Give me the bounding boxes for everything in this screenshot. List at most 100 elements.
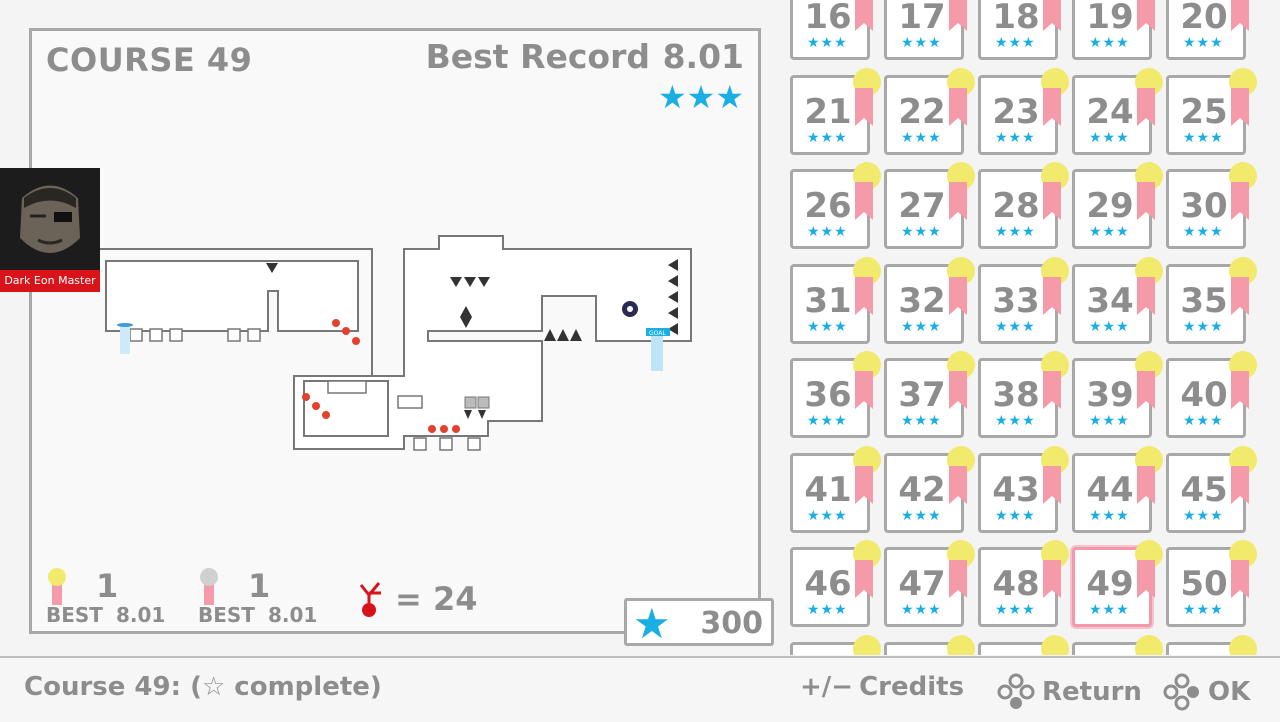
ribbon-icon xyxy=(949,560,967,598)
course-tile[interactable]: 22★★★ xyxy=(884,67,975,155)
course-tile[interactable]: 20★★★ xyxy=(1166,0,1249,60)
course-tile[interactable]: 48★★★ xyxy=(978,540,1069,627)
course-tile[interactable]: 21★★★ xyxy=(790,67,881,155)
course-tile[interactable]: 39★★★ xyxy=(1072,351,1163,438)
course-tile[interactable]: 33★★★ xyxy=(978,256,1069,344)
button-cluster-icon xyxy=(1163,673,1199,711)
ribbon-icon xyxy=(949,371,967,409)
tile-stars: ★★★ xyxy=(807,129,848,146)
silver-medal-icon xyxy=(200,568,218,605)
course-tile[interactable]: 50★★★ xyxy=(1166,540,1257,627)
course-tile[interactable]: 46★★★ xyxy=(790,540,881,627)
course-tile[interactable]: 27★★★ xyxy=(884,162,975,249)
silver-best-label: BEST xyxy=(198,603,255,627)
course-tile[interactable]: 18★★★ xyxy=(978,0,1061,60)
tile-stars: ★★★ xyxy=(1183,35,1224,51)
spike-icon xyxy=(266,263,278,273)
plus-minus-key: +/− xyxy=(800,672,854,702)
ribbon-icon xyxy=(949,276,967,315)
course-number: 24 xyxy=(1086,91,1134,132)
course-number: 47 xyxy=(898,564,946,604)
course-tile[interactable]: 41★★★ xyxy=(790,445,881,533)
course-tile[interactable]: 32★★★ xyxy=(884,256,975,344)
ok-button[interactable]: OK xyxy=(1162,672,1250,712)
spike-icon xyxy=(478,410,486,419)
tile-stars: ★★★ xyxy=(995,507,1036,524)
course-tile[interactable]: 23★★★ xyxy=(978,67,1069,155)
tile-stars: ★★★ xyxy=(901,35,942,51)
course-tile-partial[interactable] xyxy=(1166,634,1257,655)
star-icon: ★ xyxy=(633,599,671,648)
death-count: = 24 xyxy=(395,580,478,618)
course-number: 39 xyxy=(1086,375,1134,415)
tile-stars: ★★★ xyxy=(901,129,942,146)
course-tile-partial[interactable] xyxy=(790,634,881,655)
tile-stars: ★★★ xyxy=(995,602,1036,618)
course-tile[interactable]: 17★★★ xyxy=(884,0,967,60)
course-number: 27 xyxy=(898,186,946,226)
gold-best-label: BEST xyxy=(46,603,103,627)
course-tile[interactable]: 44★★★ xyxy=(1072,445,1163,533)
record-stars: ★★★ xyxy=(658,81,744,113)
course-tile[interactable]: 30★★★ xyxy=(1166,162,1257,249)
ribbon-icon xyxy=(1137,465,1155,504)
floor-block xyxy=(467,437,481,451)
tile-stars: ★★★ xyxy=(1183,602,1224,618)
record-star-icon: ★★★ xyxy=(657,78,744,116)
button-cluster-icon xyxy=(997,673,1035,709)
spike-icon xyxy=(464,410,472,419)
course-tile[interactable]: 42★★★ xyxy=(884,445,975,533)
course-number: 37 xyxy=(898,375,946,415)
course-tile[interactable]: 16★★★ xyxy=(790,0,873,60)
tile-stars: ★★★ xyxy=(995,413,1036,429)
course-tile[interactable]: 31★★★ xyxy=(790,256,881,344)
course-number: 19 xyxy=(1086,0,1134,37)
ribbon-icon xyxy=(855,560,873,598)
fire-icon xyxy=(332,319,340,327)
ribbon-icon xyxy=(1043,276,1061,315)
tile-stars: ★★★ xyxy=(901,318,942,335)
course-number: 42 xyxy=(898,469,946,510)
course-tile[interactable]: 47★★★ xyxy=(884,540,975,627)
ribbon-icon xyxy=(1231,182,1249,220)
tile-stars: ★★★ xyxy=(1089,507,1130,524)
course-tile-partial[interactable] xyxy=(978,634,1069,655)
gold-medal-icon xyxy=(48,568,66,605)
ribbon-icon xyxy=(1137,371,1155,409)
credits-button[interactable]: +/− Credits xyxy=(800,672,964,702)
floor-block xyxy=(413,437,427,451)
course-number: 20 xyxy=(1180,0,1228,37)
ribbon-icon xyxy=(949,0,967,31)
course-tile[interactable]: 45★★★ xyxy=(1166,445,1257,533)
return-button[interactable]: Return xyxy=(996,672,1142,712)
gold-coin-icon xyxy=(1229,634,1257,655)
course-tile[interactable]: 28★★★ xyxy=(978,162,1069,249)
course-number: 25 xyxy=(1180,91,1228,132)
tile-stars: ★★★ xyxy=(901,602,942,618)
course-tile[interactable]: 34★★★ xyxy=(1072,256,1163,344)
course-tile[interactable]: 25★★★ xyxy=(1166,67,1257,155)
course-tile[interactable]: 43★★★ xyxy=(978,445,1069,533)
course-tile[interactable]: 29★★★ xyxy=(1072,162,1163,249)
ribbon-icon xyxy=(1231,465,1249,504)
course-number: 41 xyxy=(804,469,852,510)
ribbon-icon xyxy=(1043,87,1061,126)
course-tile[interactable]: 36★★★ xyxy=(790,351,881,438)
total-stars: ★ 300 xyxy=(624,598,774,648)
tile-stars: ★★★ xyxy=(901,413,942,429)
course-tile[interactable]: 19★★★ xyxy=(1072,0,1155,60)
course-tile[interactable]: 26★★★ xyxy=(790,162,881,249)
course-tile[interactable]: 38★★★ xyxy=(978,351,1069,438)
course-tile[interactable]: 35★★★ xyxy=(1166,256,1257,344)
course-tile[interactable]: 37★★★ xyxy=(884,351,975,438)
course-tile[interactable]: 49★★★ xyxy=(1072,540,1163,627)
ribbon-icon xyxy=(1231,87,1249,126)
course-tile-partial[interactable] xyxy=(884,634,975,655)
goal-flag xyxy=(646,328,670,336)
course-tile[interactable]: 40★★★ xyxy=(1166,351,1257,438)
course-tile[interactable]: 24★★★ xyxy=(1072,67,1163,155)
course-tile-partial[interactable] xyxy=(1072,634,1163,655)
streamer-avatar: Dark Eon Master xyxy=(0,168,100,292)
tile-stars: ★★★ xyxy=(1089,602,1130,618)
course-number: 16 xyxy=(804,0,852,37)
